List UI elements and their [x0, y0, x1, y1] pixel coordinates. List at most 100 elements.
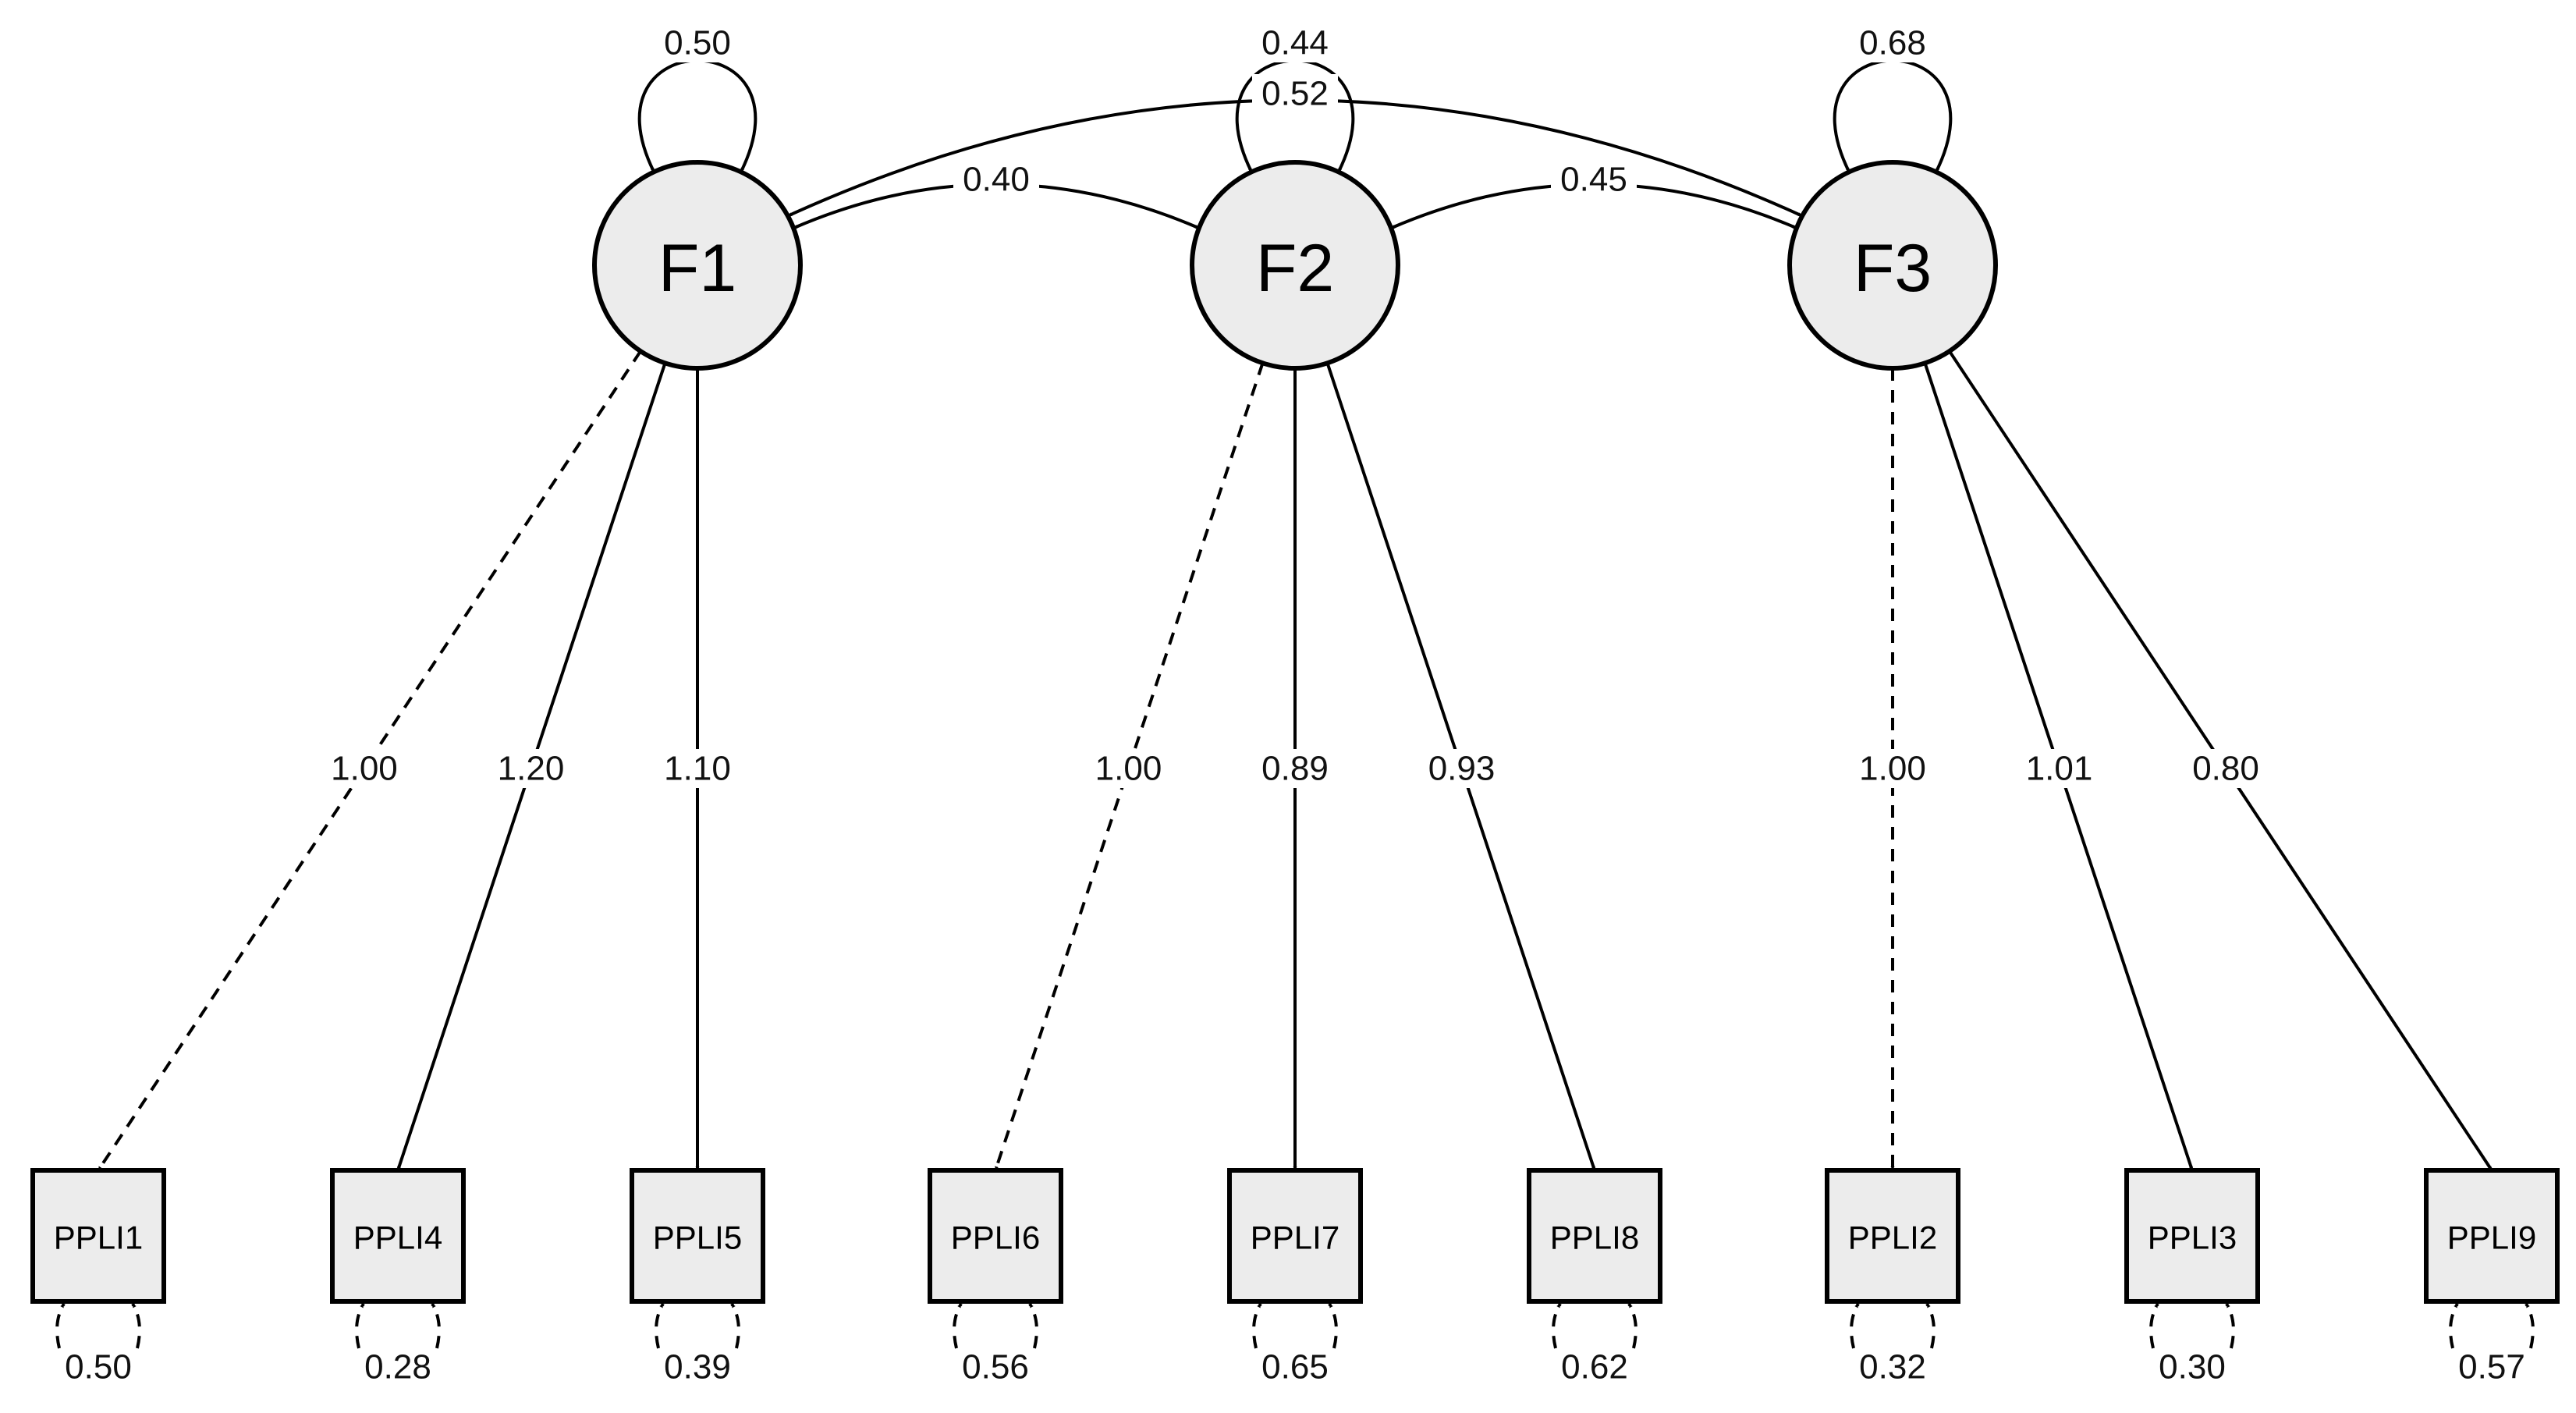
loading-label-ppli7-group: 0.89: [1252, 749, 1338, 788]
residual-arrow-right-ppli6: [1028, 1302, 1038, 1349]
residual-label-ppli7-group: 0.65: [1261, 1348, 1329, 1386]
residual-label-ppli2-group: 0.32: [1859, 1348, 1926, 1386]
residual-arrow-left-ppli9: [2449, 1302, 2459, 1349]
indicator-node-ppli3: [2124, 1168, 2260, 1304]
loading-label-ppli2-bg: [1850, 749, 1936, 788]
indicator-node-ppli1: [30, 1168, 166, 1304]
latent-label-f1: F1: [658, 231, 736, 306]
variance-label-f3-bg: [1850, 23, 1936, 62]
residual-label-ppli1-group: 0.50: [65, 1348, 132, 1386]
residual-arrow-right-ppli8: [1627, 1302, 1637, 1349]
indicator-node-ppli6: [928, 1168, 1063, 1304]
residual-label-ppli4: 0.28: [364, 1348, 431, 1386]
covariance-label-f2-f3-bg: [1551, 160, 1637, 199]
loading-label-ppli8-bg: [1418, 749, 1505, 788]
latent-label-f2: F2: [1256, 231, 1334, 306]
loading-label-ppli5-group: 1.10: [655, 749, 740, 788]
residual-label-ppli3-group: 0.30: [2159, 1348, 2226, 1386]
loading-label-ppli9-group: 0.80: [2183, 749, 2269, 788]
indicator-label-ppli1: PPLI1: [54, 1220, 143, 1256]
indicator-label-ppli8: PPLI8: [1550, 1220, 1639, 1256]
loading-label-ppli6-bg: [1085, 749, 1172, 788]
residual-arrow-right-ppli5: [730, 1302, 740, 1349]
latent-node-f2: [1190, 160, 1400, 371]
residual-arrow-left-ppli3: [2149, 1302, 2159, 1349]
residual-label-ppli4-group: 0.28: [364, 1348, 431, 1386]
loading-label-ppli3-bg: [2016, 749, 2102, 788]
loading-label-ppli7-bg: [1252, 749, 1338, 788]
indicator-node-ppli9: [2424, 1168, 2560, 1304]
residual-label-ppli3: 0.30: [2159, 1348, 2226, 1386]
indicator-label-ppli4: PPLI4: [353, 1220, 442, 1256]
variance-label-f2-group: 0.44: [1252, 23, 1338, 62]
residual-label-ppli6-group: 0.56: [962, 1348, 1029, 1386]
residual-arrow-right-ppli1: [131, 1302, 141, 1349]
covariance-label-f2-f3: 0.45: [1560, 161, 1627, 199]
loading-label-ppli6: 1.00: [1095, 750, 1162, 788]
residual-arrow-left-ppli6: [953, 1302, 963, 1349]
loading-label-ppli9: 0.80: [2192, 750, 2259, 788]
covariance-label-f1-f2-group: 0.40: [953, 160, 1039, 199]
indicator-node-ppli5: [630, 1168, 765, 1304]
indicator-label-ppli2: PPLI2: [1848, 1220, 1937, 1256]
loading-label-ppli3: 1.01: [2026, 750, 2093, 788]
covariance-label-f2-f3-group: 0.45: [1551, 160, 1637, 199]
residual-label-ppli7: 0.65: [1261, 1348, 1329, 1386]
residual-label-ppli1: 0.50: [65, 1348, 132, 1386]
variance-label-f3-group: 0.68: [1850, 23, 1936, 62]
loading-label-ppli5: 1.10: [664, 750, 731, 788]
loading-label-ppli1-group: 1.00: [321, 749, 407, 788]
residual-arrow-left-ppli2: [1850, 1302, 1860, 1349]
residual-arrow-right-ppli4: [431, 1302, 441, 1349]
loading-label-ppli6-group: 1.00: [1085, 749, 1172, 788]
indicator-label-ppli7: PPLI7: [1251, 1220, 1339, 1256]
loading-label-ppli8-group: 0.93: [1418, 749, 1505, 788]
variance-label-f2: 0.44: [1261, 24, 1329, 62]
variance-loop-f3: [1833, 59, 1953, 173]
loading-label-ppli1: 1.00: [331, 750, 398, 788]
latent-node-f3: [1787, 160, 1998, 371]
residual-arrow-left-ppli4: [355, 1302, 365, 1349]
loading-label-ppli1-bg: [321, 749, 407, 788]
loading-label-ppli5-bg: [655, 749, 740, 788]
loading-label-ppli4-bg: [488, 749, 574, 788]
residual-label-ppli2: 0.32: [1859, 1348, 1926, 1386]
residual-arrow-right-ppli9: [2525, 1302, 2535, 1349]
residual-label-ppli6: 0.56: [962, 1348, 1029, 1386]
loading-label-ppli7: 0.89: [1261, 750, 1329, 788]
covariance-label-f1-f3-bg: [1252, 74, 1338, 113]
latent-label-f3: F3: [1854, 231, 1932, 306]
indicator-node-ppli4: [330, 1168, 466, 1304]
residual-label-ppli8-group: 0.62: [1561, 1348, 1628, 1386]
residual-arrow-left-ppli7: [1252, 1302, 1262, 1349]
residual-arrow-left-ppli1: [55, 1302, 66, 1349]
covariance-label-f1-f3: 0.52: [1261, 75, 1329, 113]
indicator-node-ppli7: [1227, 1168, 1363, 1304]
variance-label-f1-group: 0.50: [655, 23, 740, 62]
indicator-label-ppli9: PPLI9: [2447, 1220, 2536, 1256]
residual-label-ppli8: 0.62: [1561, 1348, 1628, 1386]
residual-arrow-right-ppli2: [1925, 1302, 1936, 1349]
labels-layer: 1.00 1.20 1.10 1.00 0.89 0.93 1.00 1.01 0.80 0.40…: [65, 23, 2525, 1386]
indicator-label-ppli5: PPLI5: [653, 1220, 742, 1256]
loading-label-ppli8: 0.93: [1428, 750, 1496, 788]
loading-label-ppli4: 1.20: [498, 750, 565, 788]
variance-label-f1-bg: [655, 23, 740, 62]
latent-node-f1: [592, 160, 803, 371]
loading-label-ppli2: 1.00: [1859, 750, 1926, 788]
indicator-label-ppli6: PPLI6: [951, 1220, 1040, 1256]
residual-label-ppli5: 0.39: [664, 1348, 731, 1386]
covariance-label-f1-f3-group: 0.52: [1252, 74, 1338, 113]
indicator-label-ppli3: PPLI3: [2148, 1220, 2237, 1256]
residual-label-ppli9-group: 0.57: [2458, 1348, 2525, 1386]
loading-label-ppli3-group: 1.01: [2016, 749, 2102, 788]
variance-label-f1: 0.50: [664, 24, 731, 62]
covariance-label-f1-f2: 0.40: [963, 161, 1030, 199]
residual-label-ppli5-group: 0.39: [664, 1348, 731, 1386]
residual-arrow-right-ppli7: [1328, 1302, 1338, 1349]
indicator-node-ppli2: [1825, 1168, 1960, 1304]
covariance-label-f1-f2-bg: [953, 160, 1039, 199]
residual-arrow-left-ppli8: [1552, 1302, 1562, 1349]
loading-label-ppli9-bg: [2183, 749, 2269, 788]
